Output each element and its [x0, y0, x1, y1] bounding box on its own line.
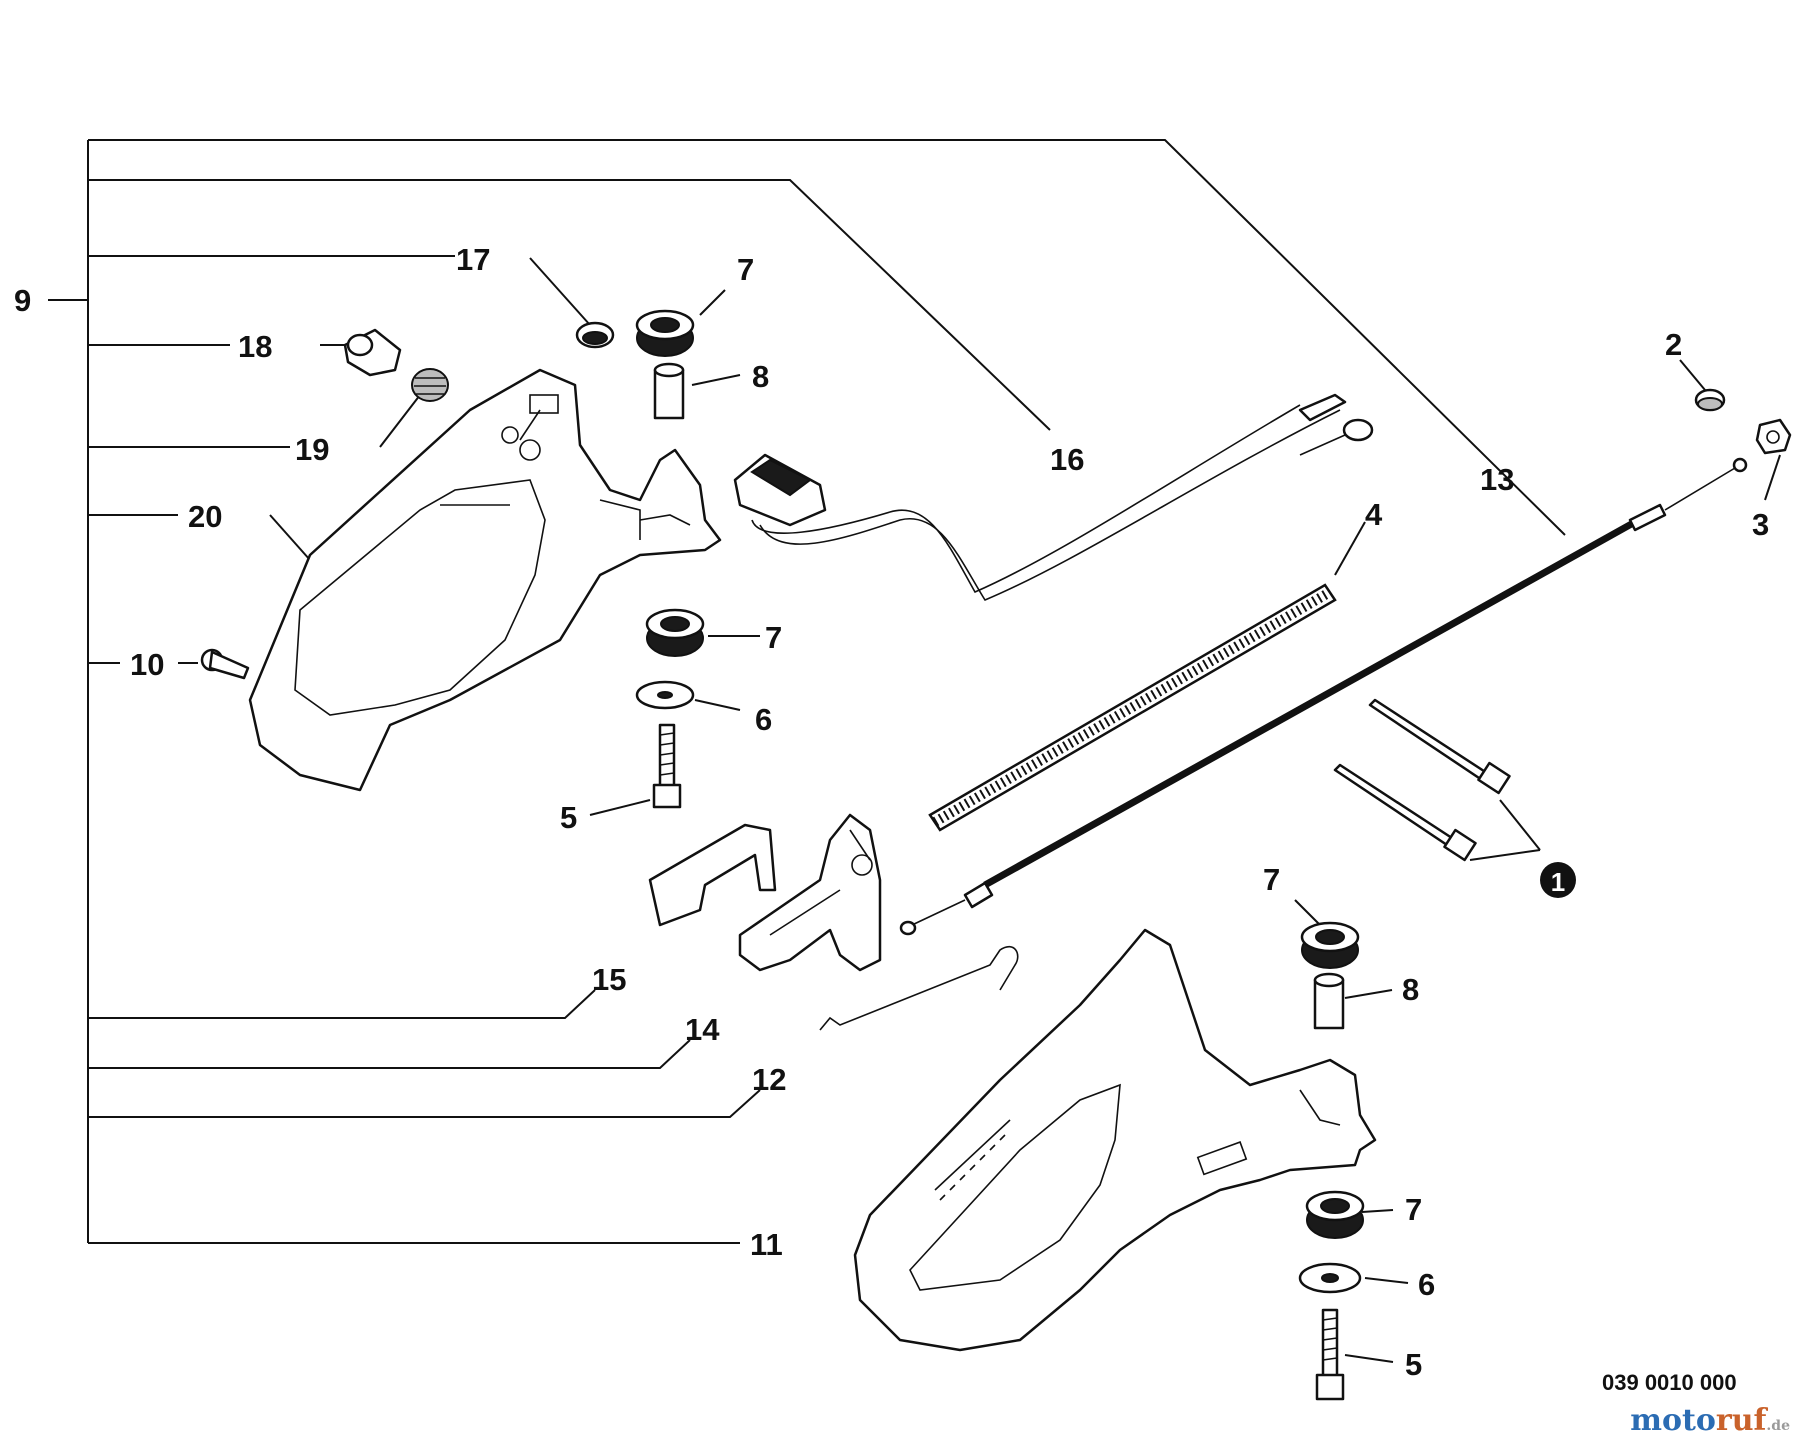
callout-5-bottom: 5	[1405, 1347, 1422, 1382]
callout-7-right: 7	[1263, 862, 1280, 897]
wire-spring-part-12	[819, 945, 1019, 1031]
callout-3: 3	[1752, 507, 1769, 542]
clip-part-2	[1694, 388, 1726, 412]
vibration-damper-7-middle	[645, 608, 705, 657]
note-marker-1: 1	[1540, 862, 1576, 898]
note-marker-label: 1	[1551, 867, 1565, 897]
callout-12: 12	[752, 1062, 786, 1097]
callout-6-middle: 6	[755, 702, 772, 737]
callout-9: 9	[14, 283, 31, 318]
callout-15: 15	[592, 962, 626, 997]
callout-17: 17	[456, 242, 490, 277]
callout-7-top: 7	[737, 252, 754, 287]
nut-part-3	[1755, 418, 1792, 455]
callout-18: 18	[238, 329, 272, 364]
grommet-part-17	[575, 321, 615, 349]
handle-half-left	[248, 368, 722, 792]
vibration-damper-7-right	[1300, 921, 1360, 969]
washer-6-middle	[635, 680, 695, 710]
throttle-trigger-part-14	[738, 813, 882, 972]
callout-20: 20	[188, 499, 222, 534]
switch-part-16	[733, 393, 1374, 602]
lock-lever-part-15	[648, 823, 777, 927]
vibration-damper-7-top	[635, 309, 695, 357]
callout-16: 16	[1050, 442, 1084, 477]
callout-5-middle: 5	[560, 800, 577, 835]
callout-19: 19	[295, 432, 329, 467]
callout-8-right: 8	[1402, 972, 1419, 1007]
cable-ties-note-1	[1333, 698, 1511, 862]
callout-4: 4	[1365, 497, 1383, 532]
watermark-part-2: ruf	[1715, 1403, 1767, 1438]
screw-part-10	[200, 648, 250, 680]
callout-14: 14	[685, 1012, 720, 1047]
callout-10: 10	[130, 647, 164, 682]
sleeve-8-top	[653, 362, 685, 420]
handle-half-right	[853, 928, 1377, 1352]
washer-6-bottom	[1298, 1262, 1362, 1294]
watermark-part-3: .de	[1766, 1418, 1790, 1434]
watermark-part-1: moto	[1630, 1403, 1716, 1438]
callout-13: 13	[1480, 462, 1514, 497]
callout-8-top: 8	[752, 359, 769, 394]
plug-part-18	[343, 328, 402, 377]
callout-2: 2	[1665, 327, 1682, 362]
callout-7-middle: 7	[765, 620, 782, 655]
callout-7-bottom: 7	[1405, 1192, 1422, 1227]
assembly-9-bracket	[48, 139, 1566, 1244]
callout-labels: 9 17 18 19 20 10 7 8 7 6 5 16 13 4 2 3 1…	[14, 242, 1769, 1382]
spring-part-4	[928, 583, 1337, 832]
callout-6-bottom: 6	[1418, 1267, 1435, 1302]
sleeve-8-right	[1313, 972, 1345, 1030]
callout-11: 11	[750, 1227, 783, 1262]
watermark-logo: motoruf.de	[1630, 1403, 1790, 1438]
throttle-cable-13	[899, 457, 1748, 936]
part-code: 039 0010 000	[1602, 1370, 1737, 1395]
spring-part-19	[411, 368, 449, 402]
screw-5-middle	[652, 723, 682, 809]
vibration-damper-7-bottom	[1305, 1190, 1365, 1239]
screw-5-bottom	[1315, 1308, 1345, 1401]
